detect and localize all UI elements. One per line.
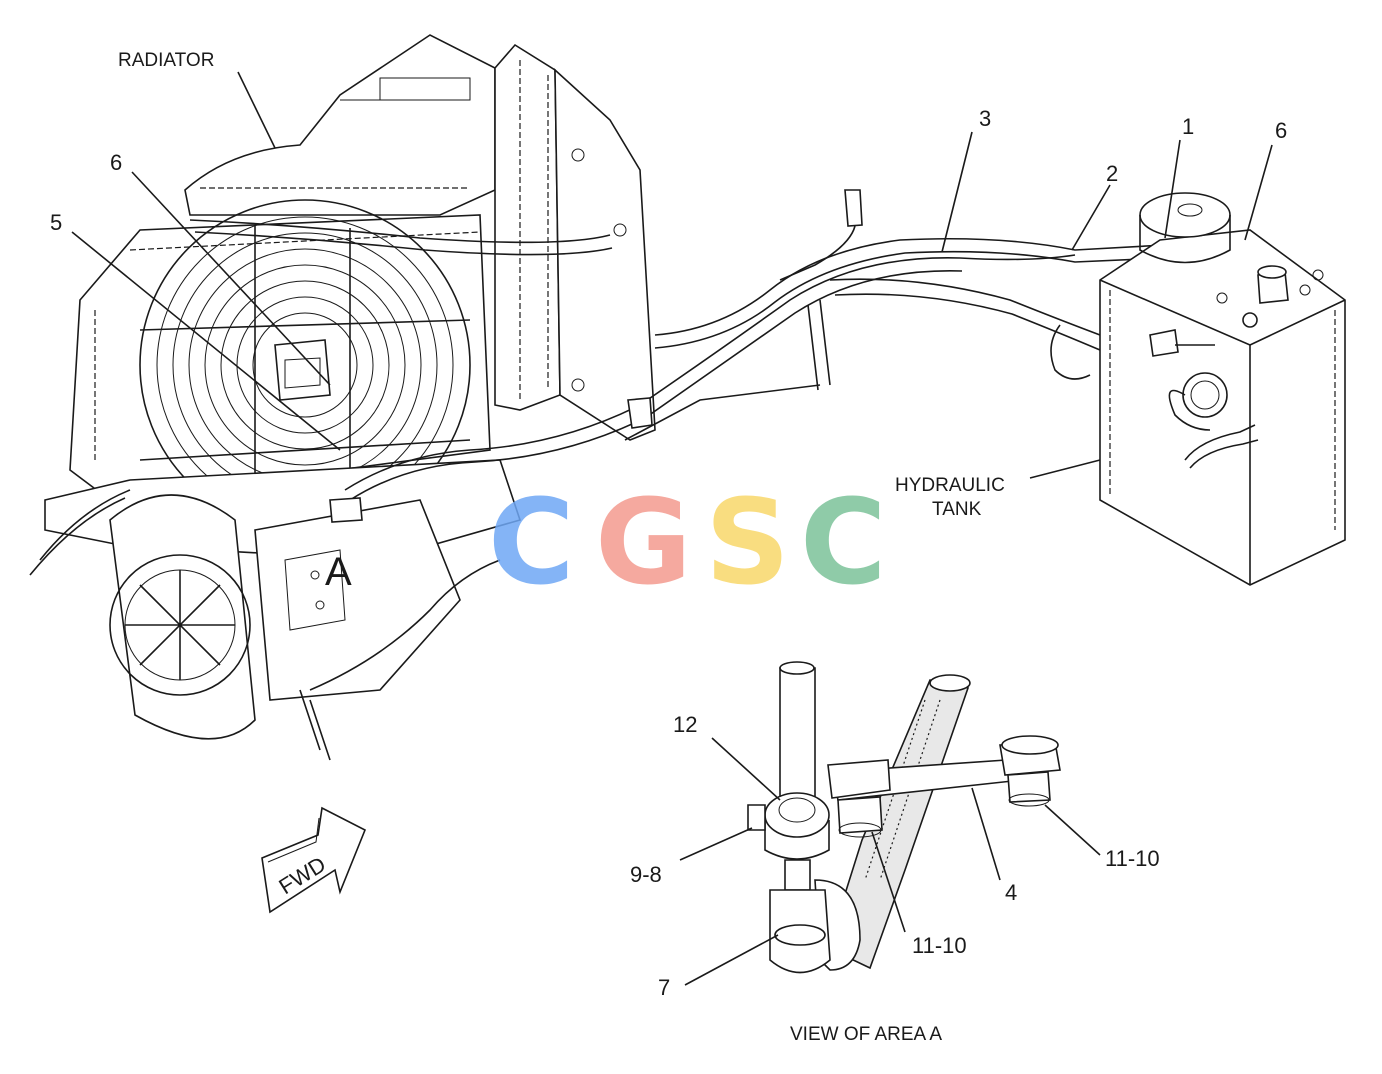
watermark-letter-4: C	[800, 473, 887, 611]
radiator-assembly	[29, 34, 656, 761]
fwd-arrow: FWD	[261, 806, 367, 914]
detail-view-area-a	[747, 661, 1061, 974]
callout-7: 7	[658, 975, 670, 1000]
leader-lines	[71, 71, 1273, 986]
hydraulic-lines	[189, 189, 1166, 523]
watermark-letter-3: S	[705, 473, 790, 611]
callout-6-left: 6	[110, 150, 122, 175]
callout-12: 12	[673, 712, 697, 737]
labels: RADIATOR HYDRAULIC TANK A VIEW OF AREA A…	[50, 50, 1287, 1045]
hydraulic-tank	[1099, 192, 1346, 586]
area-a-marker: A	[325, 550, 352, 594]
callout-1: 1	[1182, 114, 1194, 139]
hydraulic-tank-label-line1: HYDRAULIC	[895, 475, 1005, 496]
callout-6-right: 6	[1275, 118, 1287, 143]
cgsc-watermark: C G S C	[488, 473, 887, 611]
view-of-area-a-caption: VIEW OF AREA A	[790, 1024, 942, 1045]
callout-3: 3	[979, 106, 991, 131]
callout-11-10-center: 11-10	[912, 933, 967, 958]
callout-9-8: 9-8	[630, 862, 662, 887]
callout-11-10-right: 11-10	[1105, 846, 1160, 871]
watermark-letter-2: G	[595, 473, 692, 611]
callout-2: 2	[1106, 161, 1118, 186]
callout-4: 4	[1005, 880, 1017, 905]
callout-5: 5	[50, 210, 62, 235]
watermark-letter-1: C	[488, 473, 575, 611]
hydraulic-tank-label-line2: TANK	[932, 499, 982, 520]
radiator-label: RADIATOR	[118, 50, 214, 71]
